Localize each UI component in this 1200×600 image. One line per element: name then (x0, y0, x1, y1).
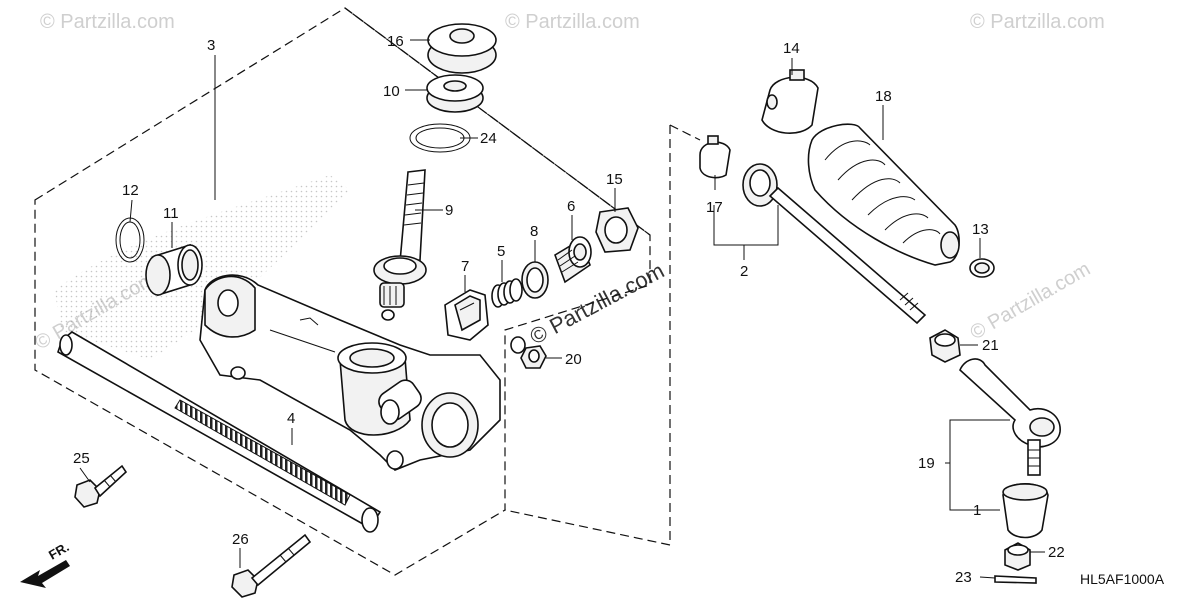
callout-25: 25 (73, 450, 90, 467)
part-8-o-ring (521, 261, 549, 299)
part-15-lock-nut (595, 207, 639, 253)
callout-4: 4 (287, 410, 295, 427)
part-7-rack-guide (444, 289, 489, 341)
callout-1: 1 (973, 502, 981, 519)
callout-11: 11 (163, 205, 179, 222)
watermark-top-right: © Partzilla.com (970, 11, 1105, 33)
part-11-bushing (145, 243, 203, 297)
part-14-boot-band (761, 69, 819, 135)
callout-16: 16 (387, 33, 404, 50)
part-2-tie-rod (742, 163, 927, 325)
callout-7: 7 (461, 258, 469, 275)
front-direction-arrow: FR. (20, 539, 72, 588)
part-26-long-bolt (231, 533, 312, 598)
callout-22: 22 (1048, 544, 1065, 561)
callout-2: 2 (740, 263, 748, 280)
part-1-boot (1002, 483, 1049, 539)
part-16-dust-seal (427, 23, 497, 74)
callout-23: 23 (955, 569, 972, 586)
callout-8: 8 (530, 223, 538, 240)
callout-26: 26 (232, 531, 249, 548)
callout-19: 19 (918, 455, 935, 472)
part-19-tie-rod-end (959, 358, 1061, 476)
part-4-rack-bar (57, 331, 382, 533)
part-9-pinion-shaft (373, 169, 427, 321)
callouts: 3 16 10 24 9 12 11 7 5 8 6 15 20 4 25 26… (73, 33, 1065, 586)
callout-5: 5 (497, 243, 505, 260)
callout-6: 6 (567, 198, 575, 215)
part-10-oil-seal (426, 74, 484, 113)
tie-rod-group-top (669, 124, 701, 141)
tie-rod-group-box (504, 125, 671, 546)
part-22-castle-nut (1004, 542, 1031, 571)
callout-14: 14 (783, 40, 800, 57)
direction-label: FR. (46, 539, 72, 562)
part-6-adjusting-screw (554, 236, 592, 284)
callout-24: 24 (480, 130, 497, 147)
part-17-clip (699, 135, 731, 179)
watermark-top-center: © Partzilla.com (505, 11, 640, 33)
part-13-small-band (969, 258, 995, 278)
part-18-rack-boot (807, 123, 960, 266)
diagram-code: HL5AF1000A (1080, 571, 1165, 587)
part-21-lock-nut (929, 329, 961, 363)
callout-13: 13 (972, 221, 989, 238)
watermark-top-left: © Partzilla.com (40, 11, 175, 33)
callout-20: 20 (565, 351, 582, 368)
callout-18: 18 (875, 88, 892, 105)
leader-lines (79, 39, 1045, 579)
callout-9: 9 (445, 202, 453, 219)
callout-15: 15 (606, 171, 623, 188)
part-25-bolt (74, 464, 128, 508)
part-23-cotter-pin (994, 575, 1037, 584)
part-3-gearbox-housing (199, 274, 501, 471)
part-20-nut (510, 336, 547, 369)
callout-12: 12 (122, 182, 139, 199)
callout-21: 21 (982, 337, 999, 354)
callout-17: 17 (706, 199, 723, 216)
callout-10: 10 (383, 83, 400, 100)
part-5-spring (491, 278, 523, 308)
callout-3: 3 (207, 37, 215, 54)
